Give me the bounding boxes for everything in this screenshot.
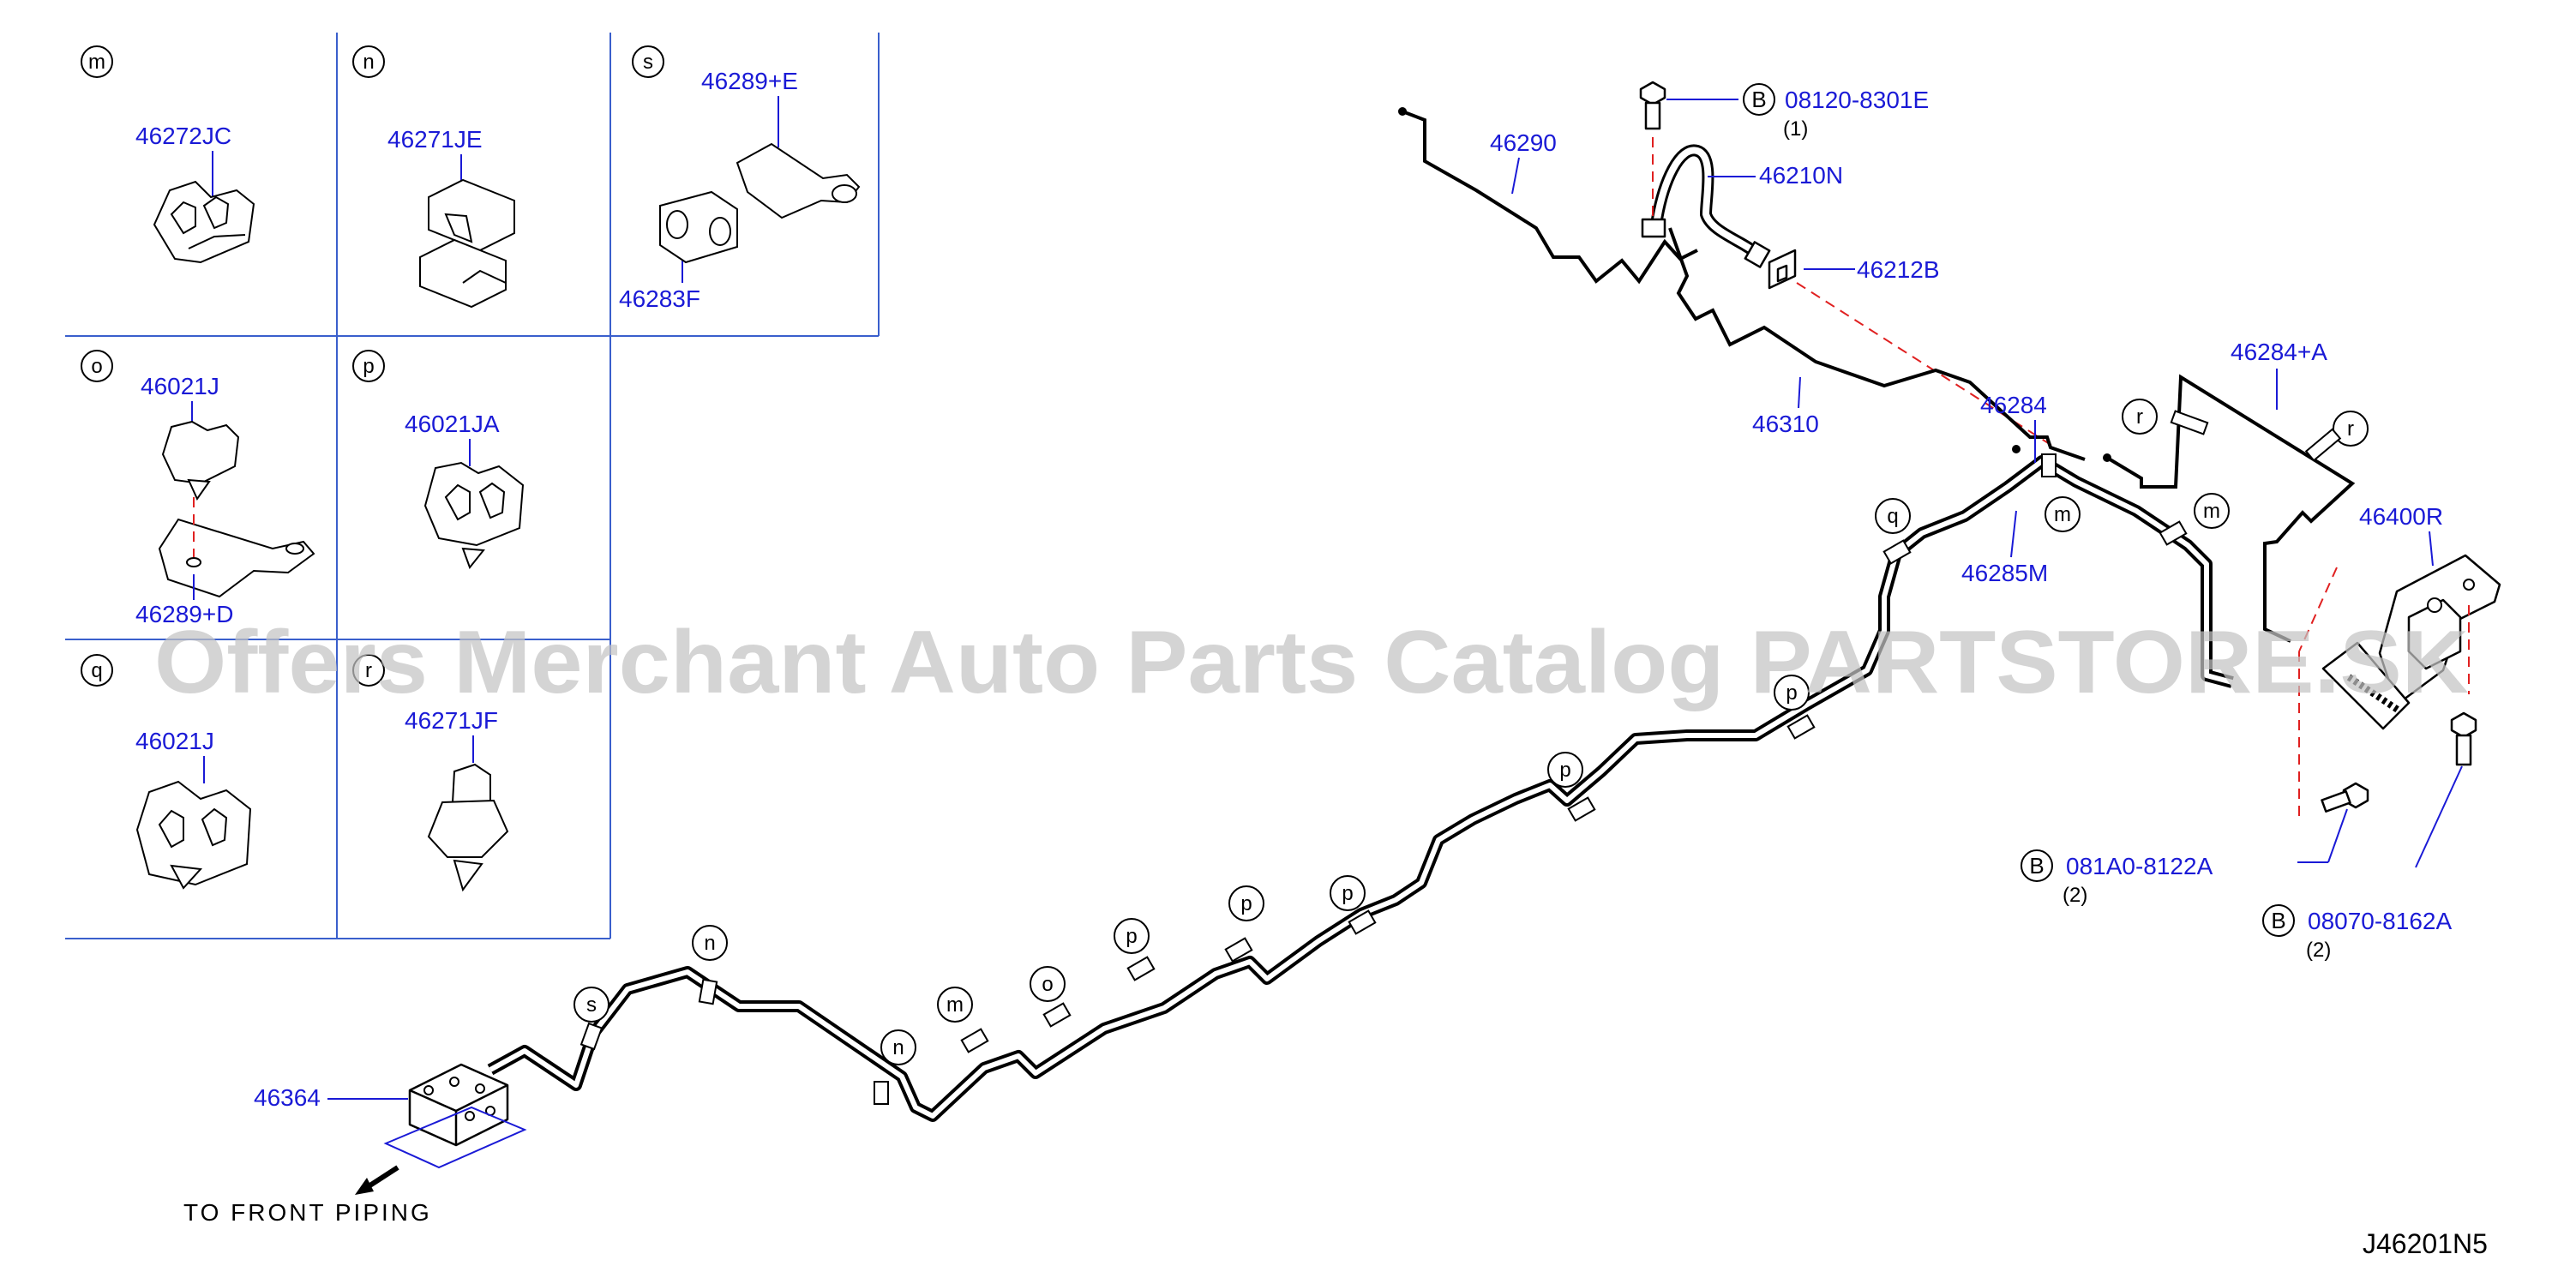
- svg-text:s: s: [586, 993, 597, 1017]
- svg-text:s: s: [643, 51, 653, 74]
- svg-text:p: p: [1240, 892, 1252, 915]
- bracket-46289d[interactable]: 46289+D: [135, 497, 315, 627]
- cell-letter-m: m: [81, 45, 113, 78]
- callout-m-2: m: [2045, 496, 2081, 532]
- clip-46283f[interactable]: 46283F: [619, 190, 738, 312]
- watermark: Offers Merchant Auto Parts Catalog PARTS…: [154, 613, 2469, 712]
- clip-46289e[interactable]: 46289+E: [701, 68, 861, 219]
- clip-46271je[interactable]: 46271JE: [387, 126, 515, 309]
- callout-o: o: [1030, 966, 1066, 1002]
- svg-text:46400R: 46400R: [2359, 503, 2443, 530]
- svg-text:08070-8162A: 08070-8162A: [2308, 908, 2452, 934]
- svg-text:B: B: [2271, 908, 2285, 933]
- svg-text:46212B: 46212B: [1857, 256, 1940, 283]
- svg-text:46272JC: 46272JC: [135, 123, 231, 149]
- svg-text:46289+E: 46289+E: [701, 68, 798, 94]
- svg-text:B: B: [2029, 853, 2044, 879]
- svg-text:46210N: 46210N: [1759, 162, 1843, 189]
- svg-text:q: q: [91, 659, 102, 682]
- svg-text:B: B: [1751, 87, 1766, 112]
- svg-text:46283F: 46283F: [619, 285, 700, 312]
- svg-text:p: p: [363, 355, 374, 378]
- svg-text:r: r: [2347, 417, 2354, 441]
- svg-text:o: o: [91, 355, 102, 378]
- junction-block-46364[interactable]: 46364: [254, 1063, 527, 1169]
- svg-text:(2): (2): [2063, 884, 2087, 907]
- svg-text:46271JF: 46271JF: [405, 707, 498, 734]
- callout-p-1: p: [1114, 918, 1150, 954]
- clip-46212b[interactable]: 46212B: [1768, 249, 2053, 447]
- clip-46021j-q[interactable]: 46021J: [135, 728, 252, 890]
- svg-text:46289+D: 46289+D: [135, 601, 233, 627]
- svg-text:081A0-8122A: 081A0-8122A: [2066, 853, 2213, 879]
- callout-p-2: p: [1228, 885, 1264, 921]
- pipe-clip-markers: [579, 453, 2188, 1105]
- cell-letter-s: s: [632, 45, 664, 78]
- clip-46271jf[interactable]: 46271JF: [405, 707, 509, 892]
- clip-index-grid: [65, 33, 880, 939]
- bolt-081a0-8122a[interactable]: B 081A0-8122A (2): [2021, 782, 2369, 907]
- callout-q: q: [1875, 498, 1911, 534]
- svg-text:n: n: [704, 932, 715, 955]
- svg-text:m: m: [2203, 500, 2220, 523]
- callout-r-1: r: [2122, 399, 2158, 435]
- callout-m-3: m: [2194, 493, 2230, 529]
- svg-text:p: p: [1786, 681, 1797, 705]
- svg-text:m: m: [946, 993, 964, 1017]
- svg-text:r: r: [2136, 405, 2143, 429]
- svg-text:46021J: 46021J: [135, 728, 214, 754]
- svg-text:m: m: [88, 51, 105, 74]
- cell-letter-r: r: [352, 654, 385, 687]
- clip-46021j-o[interactable]: 46021J: [141, 373, 240, 501]
- svg-text:p: p: [1126, 925, 1137, 948]
- svg-text:m: m: [2054, 503, 2071, 526]
- svg-text:46021J: 46021J: [141, 373, 219, 399]
- callout-p-5: p: [1774, 675, 1810, 711]
- callout-p-3: p: [1330, 875, 1366, 911]
- svg-text:r: r: [365, 659, 372, 682]
- svg-text:(1): (1): [1783, 117, 1808, 141]
- diagram-code: J46201N5: [2363, 1228, 2488, 1259]
- callout-s: s: [573, 987, 609, 1023]
- callout-m-1: m: [937, 987, 973, 1023]
- svg-text:n: n: [892, 1036, 904, 1059]
- callout-r-2: r: [2333, 411, 2369, 447]
- label-46284: 46284: [1980, 392, 2047, 418]
- callout-n-2: n: [880, 1029, 916, 1065]
- svg-text:n: n: [363, 51, 374, 74]
- front-piping-arrow: [355, 1165, 399, 1195]
- label-46285m: 46285M: [1961, 560, 2048, 586]
- clip-46021ja[interactable]: 46021JA: [405, 411, 525, 570]
- callout-n-1: n: [692, 925, 728, 961]
- svg-text:p: p: [1559, 759, 1570, 782]
- svg-text:46310: 46310: [1752, 411, 1819, 437]
- brake-pipe-main[interactable]: [487, 455, 2234, 1122]
- valve-46400r[interactable]: 46400R: [2298, 503, 2501, 819]
- svg-text:q: q: [1887, 505, 1898, 528]
- brake-pipe-46284a[interactable]: 46284+A: [2103, 339, 2356, 643]
- svg-text:08120-8301E: 08120-8301E: [1785, 87, 1929, 113]
- brake-pipe-46310[interactable]: 46310: [1668, 227, 2086, 461]
- bolt-08070-8162a[interactable]: B 08070-8162A (2): [2262, 711, 2477, 962]
- bolt-08120-8301e[interactable]: B 08120-8301E (1): [1639, 81, 1929, 219]
- callout-p-4: p: [1547, 752, 1583, 788]
- cell-letter-p: p: [352, 350, 385, 382]
- svg-text:(2): (2): [2306, 939, 2331, 962]
- clip-46272jc[interactable]: 46272JC: [135, 123, 255, 264]
- brake-pipe-46290[interactable]: 46290: [1398, 107, 1698, 285]
- svg-text:o: o: [1042, 973, 1053, 996]
- svg-text:46021JA: 46021JA: [405, 411, 500, 437]
- cell-letter-q: q: [81, 654, 113, 687]
- svg-text:46364: 46364: [254, 1084, 321, 1111]
- direction-note: TO FRONT PIPING: [183, 1199, 432, 1226]
- brake-hose-46210n[interactable]: 46210N: [1641, 144, 1843, 268]
- svg-text:46290: 46290: [1490, 129, 1557, 156]
- svg-text:46284+A: 46284+A: [2231, 339, 2327, 365]
- svg-text:p: p: [1342, 882, 1353, 905]
- svg-text:46271JE: 46271JE: [387, 126, 483, 153]
- cell-letter-o: o: [81, 350, 113, 382]
- cell-letter-n: n: [352, 45, 385, 78]
